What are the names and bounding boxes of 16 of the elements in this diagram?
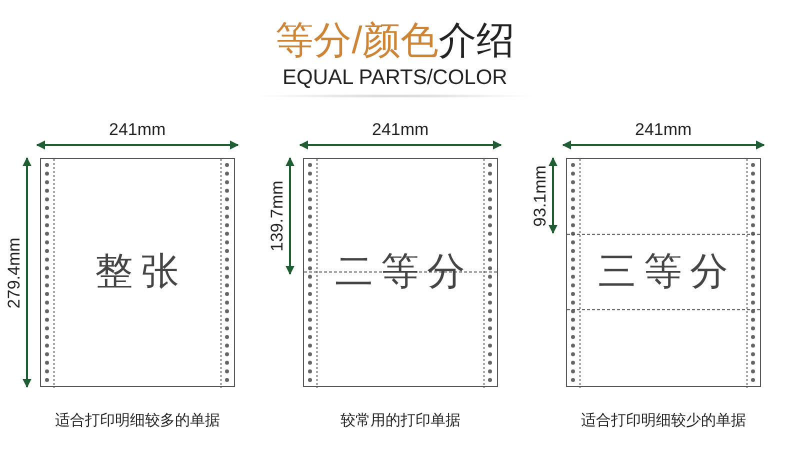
subtitle: EQUAL PARTS/COLOR	[282, 66, 508, 90]
paper-sheet	[40, 158, 235, 387]
sheet-caption: 适合打印明细较少的单据	[580, 412, 747, 430]
sheet-caption: 适合打印明细较多的单据	[54, 412, 221, 430]
paper-sheet	[566, 158, 761, 387]
dimension-label: 139.7mm	[266, 180, 287, 252]
title: 等分/颜色介绍	[274, 19, 516, 64]
paper-sheet	[303, 158, 498, 387]
sheet-label: 三等分	[597, 250, 737, 294]
sheet-caption: 较常用的打印单据	[340, 412, 462, 430]
dimension-label: 241mm	[635, 120, 692, 140]
dimension-label: 241mm	[109, 120, 166, 140]
dimension-label: 241mm	[372, 120, 429, 140]
dimension-label: 279.4mm	[4, 237, 24, 308]
sheet-label: 整张	[94, 250, 188, 294]
dimension-label: 93.1mm	[530, 164, 550, 226]
